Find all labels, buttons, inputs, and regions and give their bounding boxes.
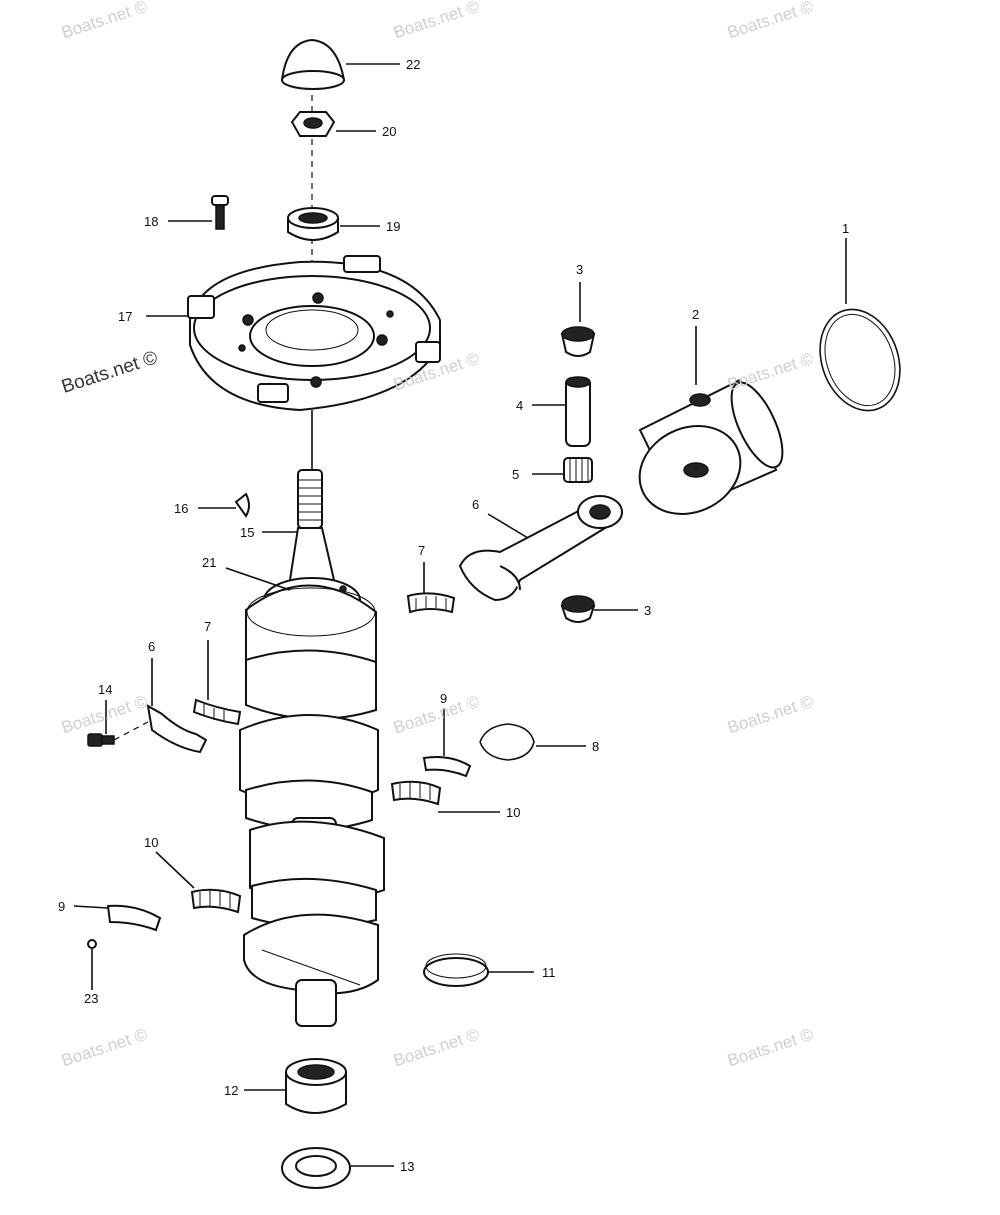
part-6-rod-cap [146, 704, 208, 754]
callout-20: 20 [382, 124, 397, 139]
part-14-screw [87, 721, 149, 747]
part-12-roller-bearing [285, 1058, 347, 1114]
part-3-top-bushing [560, 326, 596, 357]
part-7-bearing-right [406, 592, 456, 614]
callout-10-left: 10 [144, 835, 159, 850]
callout-22: 22 [406, 57, 421, 72]
callout-17: 17 [118, 309, 133, 324]
callout-18: 18 [144, 214, 159, 229]
callout-8: 8 [592, 739, 600, 754]
part-17-plate [187, 255, 441, 412]
part-1-ring [819, 308, 901, 412]
callout-4: 4 [516, 398, 524, 413]
part-23-dowel [87, 939, 97, 949]
part-10-bearing-left [190, 888, 242, 914]
callout-23: 23 [84, 991, 99, 1006]
callout-16: 16 [174, 501, 189, 516]
callout-7-right: 7 [418, 543, 426, 558]
callout-6-left: 6 [148, 639, 156, 654]
callout-13: 13 [400, 1159, 415, 1174]
leader-lines [73, 63, 847, 1167]
part-4-pin [565, 376, 591, 447]
callout-10-right: 10 [506, 805, 521, 820]
callout-9-left: 9 [58, 899, 66, 914]
callout-5: 5 [512, 467, 520, 482]
callout-3-bottom: 3 [644, 603, 652, 618]
callout-3-top: 3 [576, 262, 584, 277]
part-2-piston [638, 378, 784, 515]
callout-12: 12 [224, 1083, 239, 1098]
callout-21: 21 [202, 555, 217, 570]
part-20-nut [290, 111, 336, 137]
crankshaft-body [239, 584, 385, 1027]
part-15-taper [288, 469, 336, 581]
callout-19: 19 [386, 219, 401, 234]
part-7-bearing-left [192, 698, 242, 726]
part-11-ring [423, 953, 489, 987]
callout-15: 15 [240, 525, 255, 540]
callout-1: 1 [842, 221, 850, 236]
part-9-washer-right [422, 756, 472, 778]
callout-14: 14 [98, 682, 113, 697]
part-3-lower-bushing [560, 595, 596, 623]
part-19-seal [287, 207, 339, 241]
part-8-snap-ring [479, 723, 535, 761]
callout-2: 2 [692, 307, 700, 322]
part-13-seal [281, 1147, 351, 1189]
part-16-key [234, 492, 250, 518]
part-5-needle-bearing [563, 457, 593, 483]
callout-11: 11 [542, 965, 556, 980]
part-22-cap [280, 38, 346, 90]
callout-7-left: 7 [204, 619, 212, 634]
part-18-bolt [211, 195, 229, 230]
part-10-bearing-right [390, 780, 442, 806]
callout-9-right: 9 [440, 691, 448, 706]
part-9-washer-left [106, 904, 162, 932]
part-6-conrod [458, 495, 623, 602]
callout-6-right: 6 [472, 497, 480, 512]
